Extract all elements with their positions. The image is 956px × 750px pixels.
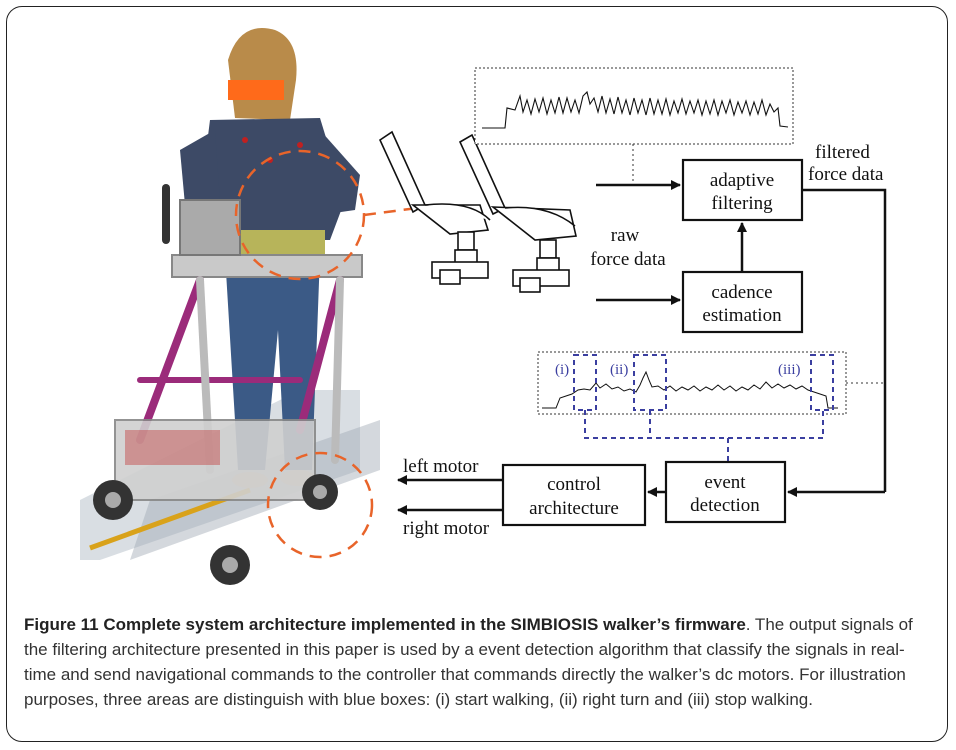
adaptive-filtering-label-1: adaptive <box>710 170 774 191</box>
walker-photo <box>80 28 426 585</box>
left-motor-label: left motor <box>403 456 479 477</box>
caption-text: . The output signals of the filtering ar… <box>24 615 913 709</box>
force-sensor-handles <box>378 130 577 293</box>
event-marker-ii: (ii) <box>610 362 628 378</box>
event-box-i <box>573 354 597 411</box>
event-box-iii <box>810 354 834 411</box>
filter-output-path <box>802 188 887 492</box>
cadence-estimation-label-2: estimation <box>702 305 782 326</box>
adaptive-filtering-box <box>681 158 804 222</box>
filtered-signal-plot <box>537 351 885 415</box>
figure-caption: Figure 11 Complete system architecture i… <box>24 612 934 712</box>
filtered-force-data-label-2: force data <box>808 164 884 185</box>
figure-frame <box>6 6 948 742</box>
control-architecture-box <box>501 463 647 527</box>
control-architecture-label-1: control <box>547 474 601 495</box>
event-marker-iii: (iii) <box>778 362 801 378</box>
adaptive-filtering-label-2: filtering <box>711 193 773 214</box>
event-marker-i: (i) <box>555 362 569 378</box>
event-detection-label-1: event <box>704 472 746 493</box>
signal-arrows <box>397 180 887 515</box>
event-boxes <box>573 354 834 462</box>
cadence-estimation-box <box>681 270 804 334</box>
control-architecture-label-2: architecture <box>529 498 619 519</box>
system-architecture-diagram: (i) (ii) (iii) filtered force data adapt… <box>80 28 887 585</box>
raw-signal-plot <box>474 67 794 185</box>
block-boxes <box>501 158 804 527</box>
event-detection-label-2: detection <box>690 495 760 516</box>
filtered-force-data-label-1: filtered <box>815 142 870 163</box>
eye-bar <box>228 80 284 100</box>
cadence-estimation-label-1: cadence <box>711 282 772 303</box>
event-detection-box <box>664 460 787 524</box>
user-figure <box>180 28 360 488</box>
raw-force-data-label-1: raw <box>611 225 640 246</box>
walker-frame <box>93 184 363 585</box>
caption-label: Figure 11 Complete system architecture i… <box>24 615 746 634</box>
right-motor-label: right motor <box>403 518 490 539</box>
raw-force-data-label-2: force data <box>590 249 666 270</box>
wheel-callout-circle <box>266 451 374 559</box>
